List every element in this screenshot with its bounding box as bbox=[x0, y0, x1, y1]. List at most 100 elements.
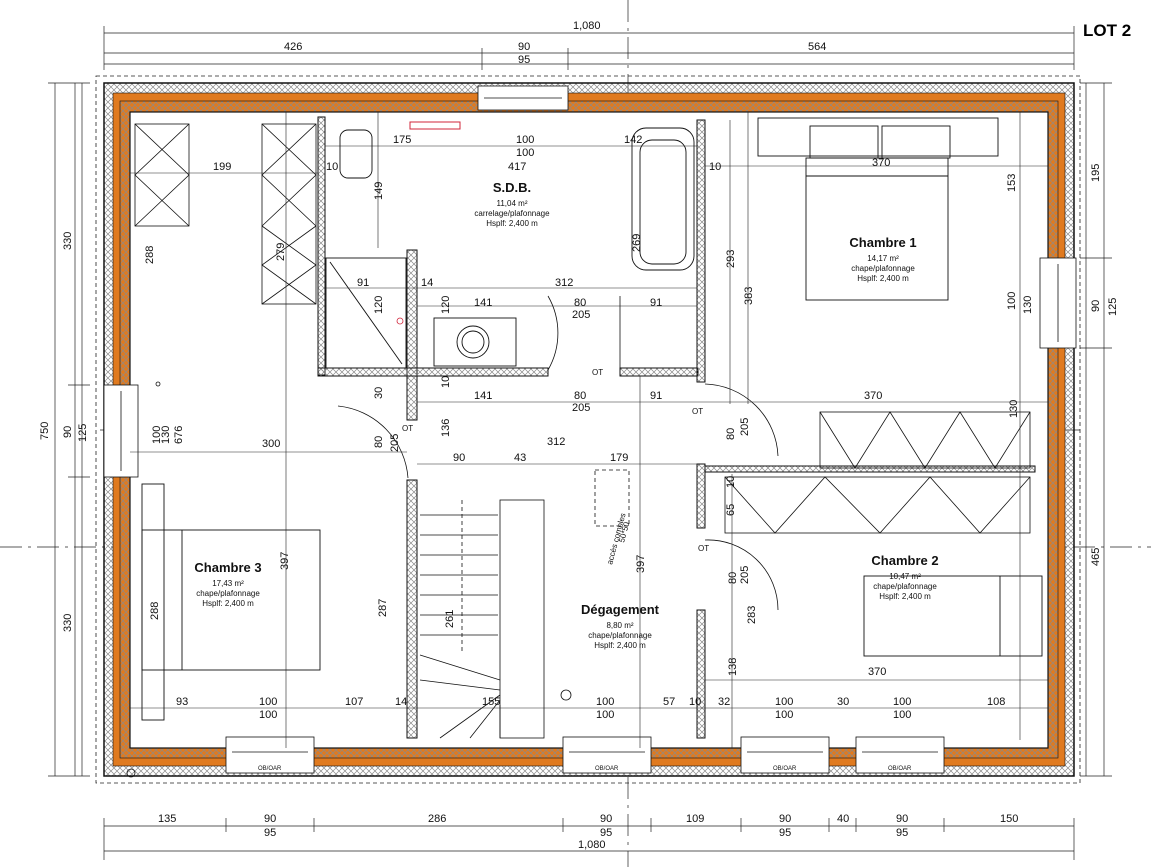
svg-text:370: 370 bbox=[868, 666, 886, 678]
svg-text:14: 14 bbox=[395, 696, 407, 708]
svg-text:287: 287 bbox=[377, 599, 389, 617]
svg-text:carrelage/plafonnage: carrelage/plafonnage bbox=[474, 209, 550, 218]
svg-text:676: 676 bbox=[173, 426, 185, 444]
left-dim-open-b: 125 bbox=[77, 424, 89, 442]
right-dim-open-a: 90 bbox=[1090, 300, 1102, 312]
svg-text:OT: OT bbox=[698, 544, 709, 553]
right-dim-top: 195 bbox=[1090, 164, 1102, 182]
svg-text:32: 32 bbox=[718, 696, 730, 708]
left-dim-bottom: 330 bbox=[62, 614, 74, 632]
wardrobes bbox=[134, 123, 1031, 534]
interior-walls bbox=[317, 116, 1036, 739]
svg-text:120: 120 bbox=[440, 296, 452, 314]
svg-text:10: 10 bbox=[326, 161, 338, 173]
svg-text:Hsplf: 2,400 m: Hsplf: 2,400 m bbox=[879, 592, 931, 601]
left-dim-top: 330 bbox=[62, 232, 74, 250]
svg-text:8,80 m²: 8,80 m² bbox=[606, 621, 633, 630]
svg-text:80: 80 bbox=[727, 572, 739, 584]
inner-dims-bottom-row: 93 100 100 107 14 155 100 100 57 10 32 1… bbox=[176, 696, 1005, 721]
svg-text:80: 80 bbox=[574, 297, 586, 309]
svg-text:149: 149 bbox=[373, 182, 385, 200]
svg-text:205: 205 bbox=[739, 418, 751, 436]
svg-text:91: 91 bbox=[650, 390, 662, 402]
right-dim-bottom: 465 bbox=[1090, 548, 1102, 566]
svg-text:chape/plafonnage: chape/plafonnage bbox=[196, 589, 260, 598]
svg-text:417: 417 bbox=[508, 161, 526, 173]
top-dim-right: 564 bbox=[808, 41, 826, 53]
svg-text:120: 120 bbox=[373, 296, 385, 314]
svg-text:Hsplf: 2,400 m: Hsplf: 2,400 m bbox=[857, 274, 909, 283]
lot-label: LOT 2 bbox=[1083, 21, 1131, 40]
bottom-dim-seg-4: 40 bbox=[837, 813, 849, 825]
svg-text:100: 100 bbox=[151, 426, 163, 444]
svg-text:100: 100 bbox=[596, 709, 614, 721]
svg-text:288: 288 bbox=[144, 246, 156, 264]
svg-text:100: 100 bbox=[893, 696, 911, 708]
svg-text:130: 130 bbox=[1022, 296, 1034, 314]
svg-text:OT: OT bbox=[592, 368, 603, 377]
svg-text:397: 397 bbox=[635, 555, 647, 573]
bottom-dim-open-3b: 95 bbox=[779, 827, 791, 839]
bottom-dim-open-1a: 90 bbox=[264, 813, 276, 825]
svg-text:397: 397 bbox=[279, 552, 291, 570]
svg-text:199: 199 bbox=[213, 161, 231, 173]
right-dim-lines bbox=[1080, 82, 1112, 777]
staircase bbox=[419, 499, 545, 739]
svg-text:130: 130 bbox=[1008, 400, 1020, 418]
svg-text:80: 80 bbox=[373, 436, 385, 448]
door-tags: OT OT OT OT bbox=[402, 368, 709, 553]
window-tags: OB/OAR OB/OAR OB/OAR OB/OAR bbox=[258, 766, 912, 772]
room-sdb: S.D.B. 11,04 m² carrelage/plafonnage Hsp… bbox=[474, 180, 550, 228]
facade-outline bbox=[95, 75, 1081, 784]
room-degagement: Dégagement 8,80 m² chape/plafonnage Hspl… bbox=[581, 602, 660, 650]
svg-text:100: 100 bbox=[259, 709, 277, 721]
svg-text:10: 10 bbox=[689, 696, 701, 708]
bottom-dim-open-3a: 90 bbox=[779, 813, 791, 825]
svg-text:14,17 m²: 14,17 m² bbox=[867, 254, 899, 263]
svg-text:279: 279 bbox=[275, 243, 287, 261]
bottom-dim-seg-3: 109 bbox=[686, 813, 704, 825]
svg-text:370: 370 bbox=[872, 157, 890, 169]
svg-text:205: 205 bbox=[572, 309, 590, 321]
room-chambre-1: Chambre 1 14,17 m² chape/plafonnage Hspl… bbox=[849, 235, 916, 283]
svg-text:100: 100 bbox=[516, 134, 534, 146]
top-dim-opening-b: 95 bbox=[518, 54, 530, 66]
svg-text:100: 100 bbox=[596, 696, 614, 708]
svg-text:107: 107 bbox=[345, 696, 363, 708]
svg-text:283: 283 bbox=[746, 606, 758, 624]
svg-text:80: 80 bbox=[574, 390, 586, 402]
svg-text:288: 288 bbox=[149, 602, 161, 620]
svg-text:205: 205 bbox=[572, 402, 590, 414]
svg-text:30: 30 bbox=[837, 696, 849, 708]
svg-text:100: 100 bbox=[259, 696, 277, 708]
vent-marker bbox=[409, 121, 461, 130]
bottom-dim-open-2b: 95 bbox=[600, 827, 612, 839]
exterior-walls bbox=[103, 82, 1075, 777]
svg-text:141: 141 bbox=[474, 297, 492, 309]
svg-text:30: 30 bbox=[373, 387, 385, 399]
top-dim-total: 1,080 bbox=[573, 20, 601, 32]
svg-text:370: 370 bbox=[864, 390, 882, 402]
svg-text:100: 100 bbox=[516, 147, 534, 159]
top-dim-left: 426 bbox=[284, 41, 302, 53]
svg-text:136: 136 bbox=[440, 419, 452, 437]
top-dim-opening-a: 90 bbox=[518, 41, 530, 53]
svg-text:OB/OAR: OB/OAR bbox=[258, 766, 282, 772]
svg-text:OT: OT bbox=[692, 407, 703, 416]
bottom-dim-open-1b: 95 bbox=[264, 827, 276, 839]
window-openings bbox=[103, 85, 1077, 774]
svg-text:142: 142 bbox=[624, 134, 642, 146]
svg-text:11,04 m²: 11,04 m² bbox=[497, 199, 528, 208]
svg-text:383: 383 bbox=[743, 287, 755, 305]
inner-dim-lines bbox=[130, 112, 1048, 748]
svg-text:Chambre 1: Chambre 1 bbox=[849, 235, 916, 250]
svg-text:91: 91 bbox=[357, 277, 369, 289]
svg-text:100: 100 bbox=[775, 709, 793, 721]
doors bbox=[337, 295, 779, 611]
svg-text:130: 130 bbox=[160, 426, 172, 444]
svg-text:chape/plafonnage: chape/plafonnage bbox=[873, 582, 937, 591]
svg-text:91: 91 bbox=[650, 297, 662, 309]
svg-text:Hsplf: 2,400 m: Hsplf: 2,400 m bbox=[202, 599, 254, 608]
svg-text:100: 100 bbox=[775, 696, 793, 708]
